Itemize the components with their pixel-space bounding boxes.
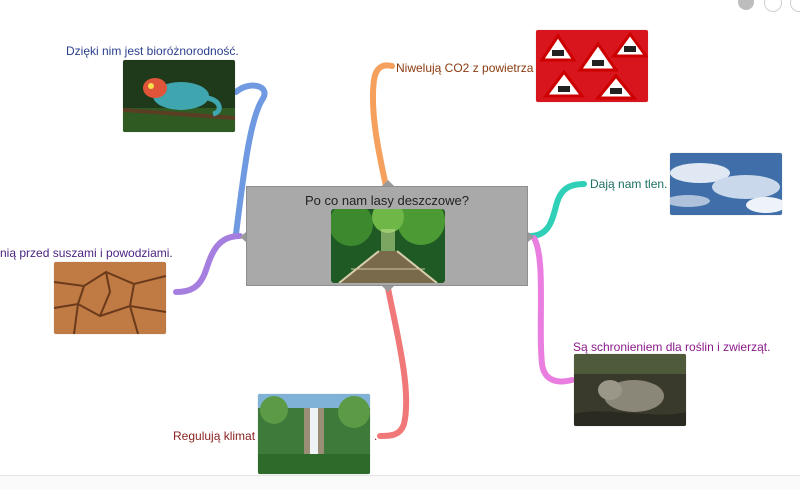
bottom-toolbar: [0, 475, 800, 490]
branch-connector-biodiversity: [233, 82, 268, 237]
branch-label-climate-suffix: .: [374, 429, 378, 443]
chameleon-image: [123, 60, 235, 132]
branch-label-oxygen[interactable]: Dają nam tlen.: [590, 177, 668, 191]
rainforest-bridge-image: [331, 209, 445, 283]
node-handle-left[interactable]: [240, 232, 246, 242]
branch-connector-co2: [369, 62, 395, 189]
branch-label-shelter[interactable]: Są schronieniem dla roślin i zwierząt.: [573, 340, 771, 354]
sky-clouds-image: [670, 153, 782, 215]
co2-signs-image: [536, 30, 648, 102]
central-topic-node[interactable]: Po co nam lasy deszczowe?: [246, 186, 528, 286]
node-handle-bottom[interactable]: [382, 286, 394, 292]
branch-label-climate[interactable]: Regulują klimat: [173, 429, 256, 443]
branch-label-drought[interactable]: nią przed suszami i powodziami.: [0, 246, 173, 260]
branch-connector-shelter: [531, 235, 575, 385]
node-handle-top[interactable]: [382, 180, 394, 186]
branch-label-biodiversity[interactable]: Dzięki nim jest bioróżnorodność.: [66, 44, 239, 58]
settings-icon[interactable]: [738, 0, 754, 10]
waterfall-image: [258, 394, 370, 474]
central-topic-title: Po co nam lasy deszczowe?: [304, 193, 470, 208]
branch-connector-climate: [377, 285, 410, 439]
branch-connector-drought: [173, 233, 243, 295]
animal-shelter-image: [574, 354, 686, 426]
branch-label-co2[interactable]: Niwelują CO2 z powietrza: [396, 61, 534, 75]
branch-connector-oxygen: [527, 181, 587, 239]
cracked-earth-image: [54, 262, 166, 334]
node-handle-right[interactable]: [528, 232, 534, 242]
